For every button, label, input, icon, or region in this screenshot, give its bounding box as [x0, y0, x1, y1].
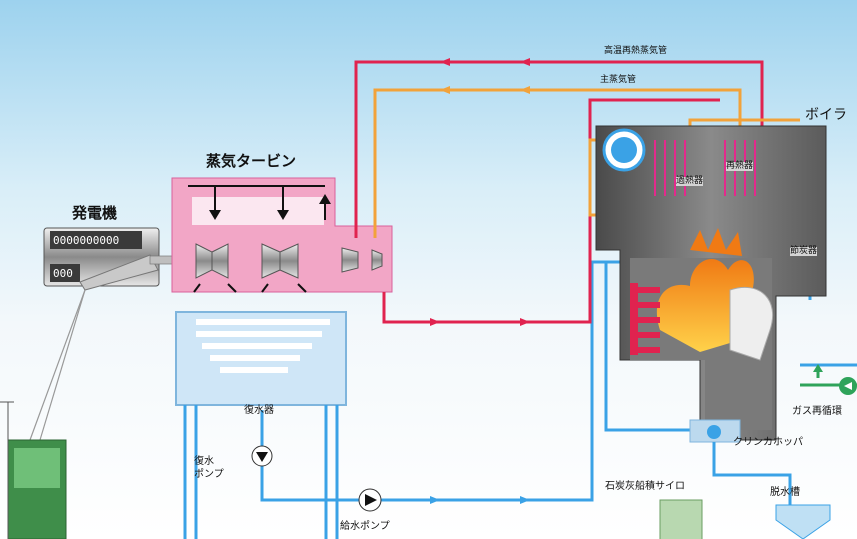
generator-readout: 0000000000 [53, 234, 120, 247]
flow-arrow [520, 58, 530, 66]
generator-readout-lower: 000 [53, 267, 73, 280]
generator-label: 発電機 [72, 204, 118, 222]
reheat-steam-pipe-label: 高温再熱蒸気管 [604, 46, 668, 56]
ash-silo [659, 499, 703, 539]
feed-pump-label: 給水ポンプ [340, 521, 390, 532]
main-steam-pipe-label: 主蒸気管 [600, 75, 637, 85]
clinker-hopper-valve [689, 419, 741, 443]
ash-silo-label: 石炭灰船積サイロ [605, 481, 685, 492]
reheater-label: 再熱器 [726, 161, 754, 171]
feed-pump [358, 488, 382, 512]
steam-drum [602, 128, 646, 172]
boiler [595, 125, 827, 441]
recirculation-fan-arrow [844, 382, 852, 390]
steam-turbine [171, 177, 393, 293]
steam-turbine-label: 蒸気タービン [206, 152, 297, 170]
condenser-label: 復水器 [244, 405, 274, 416]
flow-arrow [440, 86, 450, 94]
flow-arrow [440, 58, 450, 66]
hopper-to-tank-line [712, 442, 792, 505]
dewatering-tank [775, 504, 831, 539]
condensate-pump [251, 445, 273, 467]
condenser [175, 311, 347, 539]
condensate-pump-label: 復水 ポンプ [194, 456, 224, 480]
economizer-label: 節炭器 [790, 246, 818, 256]
flow-arrow [430, 318, 440, 326]
superheater-label: 過熱器 [676, 176, 704, 186]
flow-arrow [520, 496, 530, 504]
boiler-label: ボイラ [805, 107, 847, 123]
clinker-hopper-label: クリンカホッパ [733, 437, 803, 448]
flow-arrow [430, 496, 440, 504]
flow-arrow [520, 86, 530, 94]
left-equipment [0, 401, 67, 539]
gas-recirculation-label: ガス再循環 [792, 406, 842, 417]
dewatering-tank-label: 脱水槽 [770, 487, 800, 498]
flow-arrow [520, 318, 530, 326]
